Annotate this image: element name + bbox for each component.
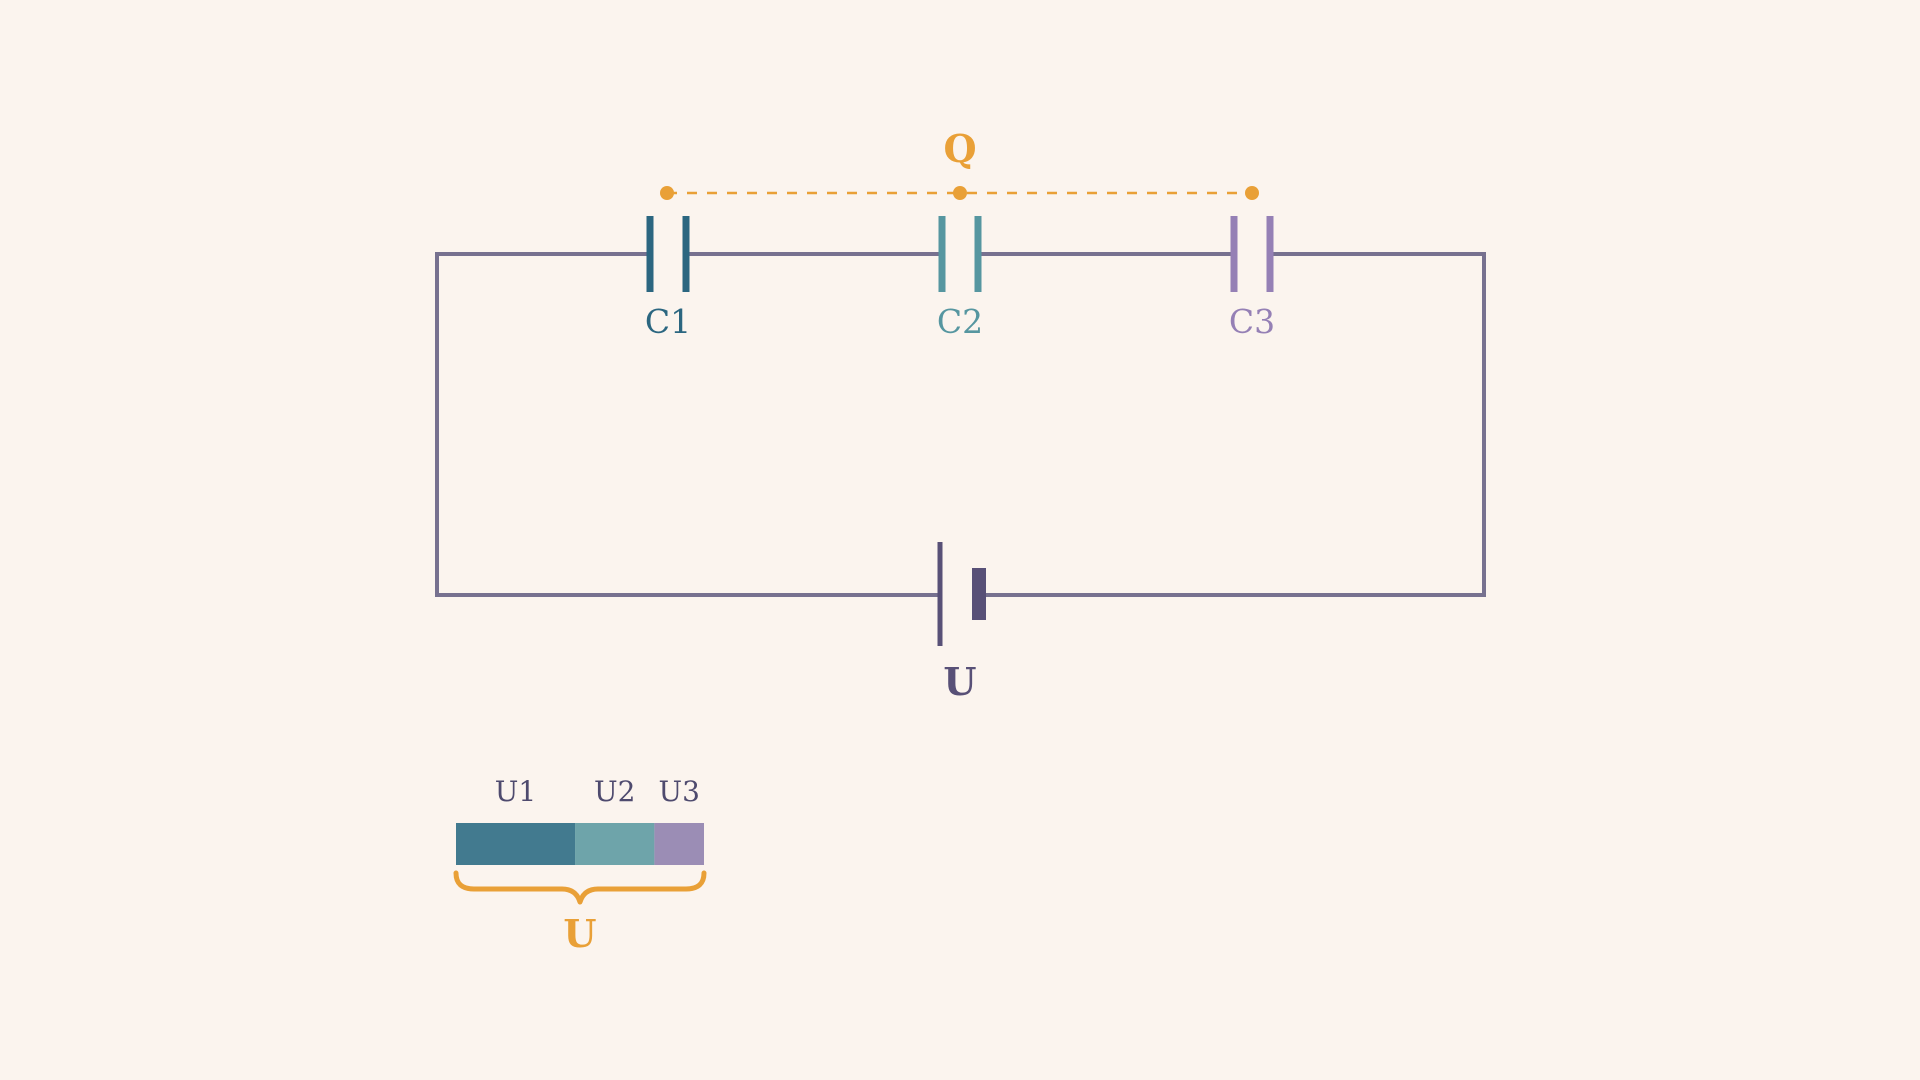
capacitor-c2: C2 [937,216,983,341]
voltage-segment-u1 [456,823,576,865]
voltage-total-brace [453,870,707,905]
battery-short-plate [972,568,986,620]
charge-indicator: Q [660,126,1259,200]
voltage-segment-u3 [654,823,704,865]
charge-dot-c1 [660,186,674,200]
capacitor-c2-label: C2 [937,302,983,341]
circuit-wires [435,252,1486,597]
charge-dot-c3 [1245,186,1259,200]
capacitor-c1: C1 [645,216,691,341]
charge-label: Q [943,126,976,171]
voltage-segment-u1-label: U1 [495,775,536,808]
voltage-segment-u3-label: U3 [658,775,699,808]
battery: U [937,542,986,704]
voltage-split-bar: U1 U2 U3 U [453,775,707,956]
voltage-total-label: U [563,911,596,956]
capacitor-c3: C3 [1229,216,1275,341]
capacitor-c1-label: C1 [645,302,691,341]
voltage-segment-u2 [575,823,655,865]
capacitor-c3-label: C3 [1229,302,1275,341]
voltage-segment-u2-label: U2 [594,775,635,808]
charge-dot-c2 [953,186,967,200]
battery-label: U [943,659,976,704]
